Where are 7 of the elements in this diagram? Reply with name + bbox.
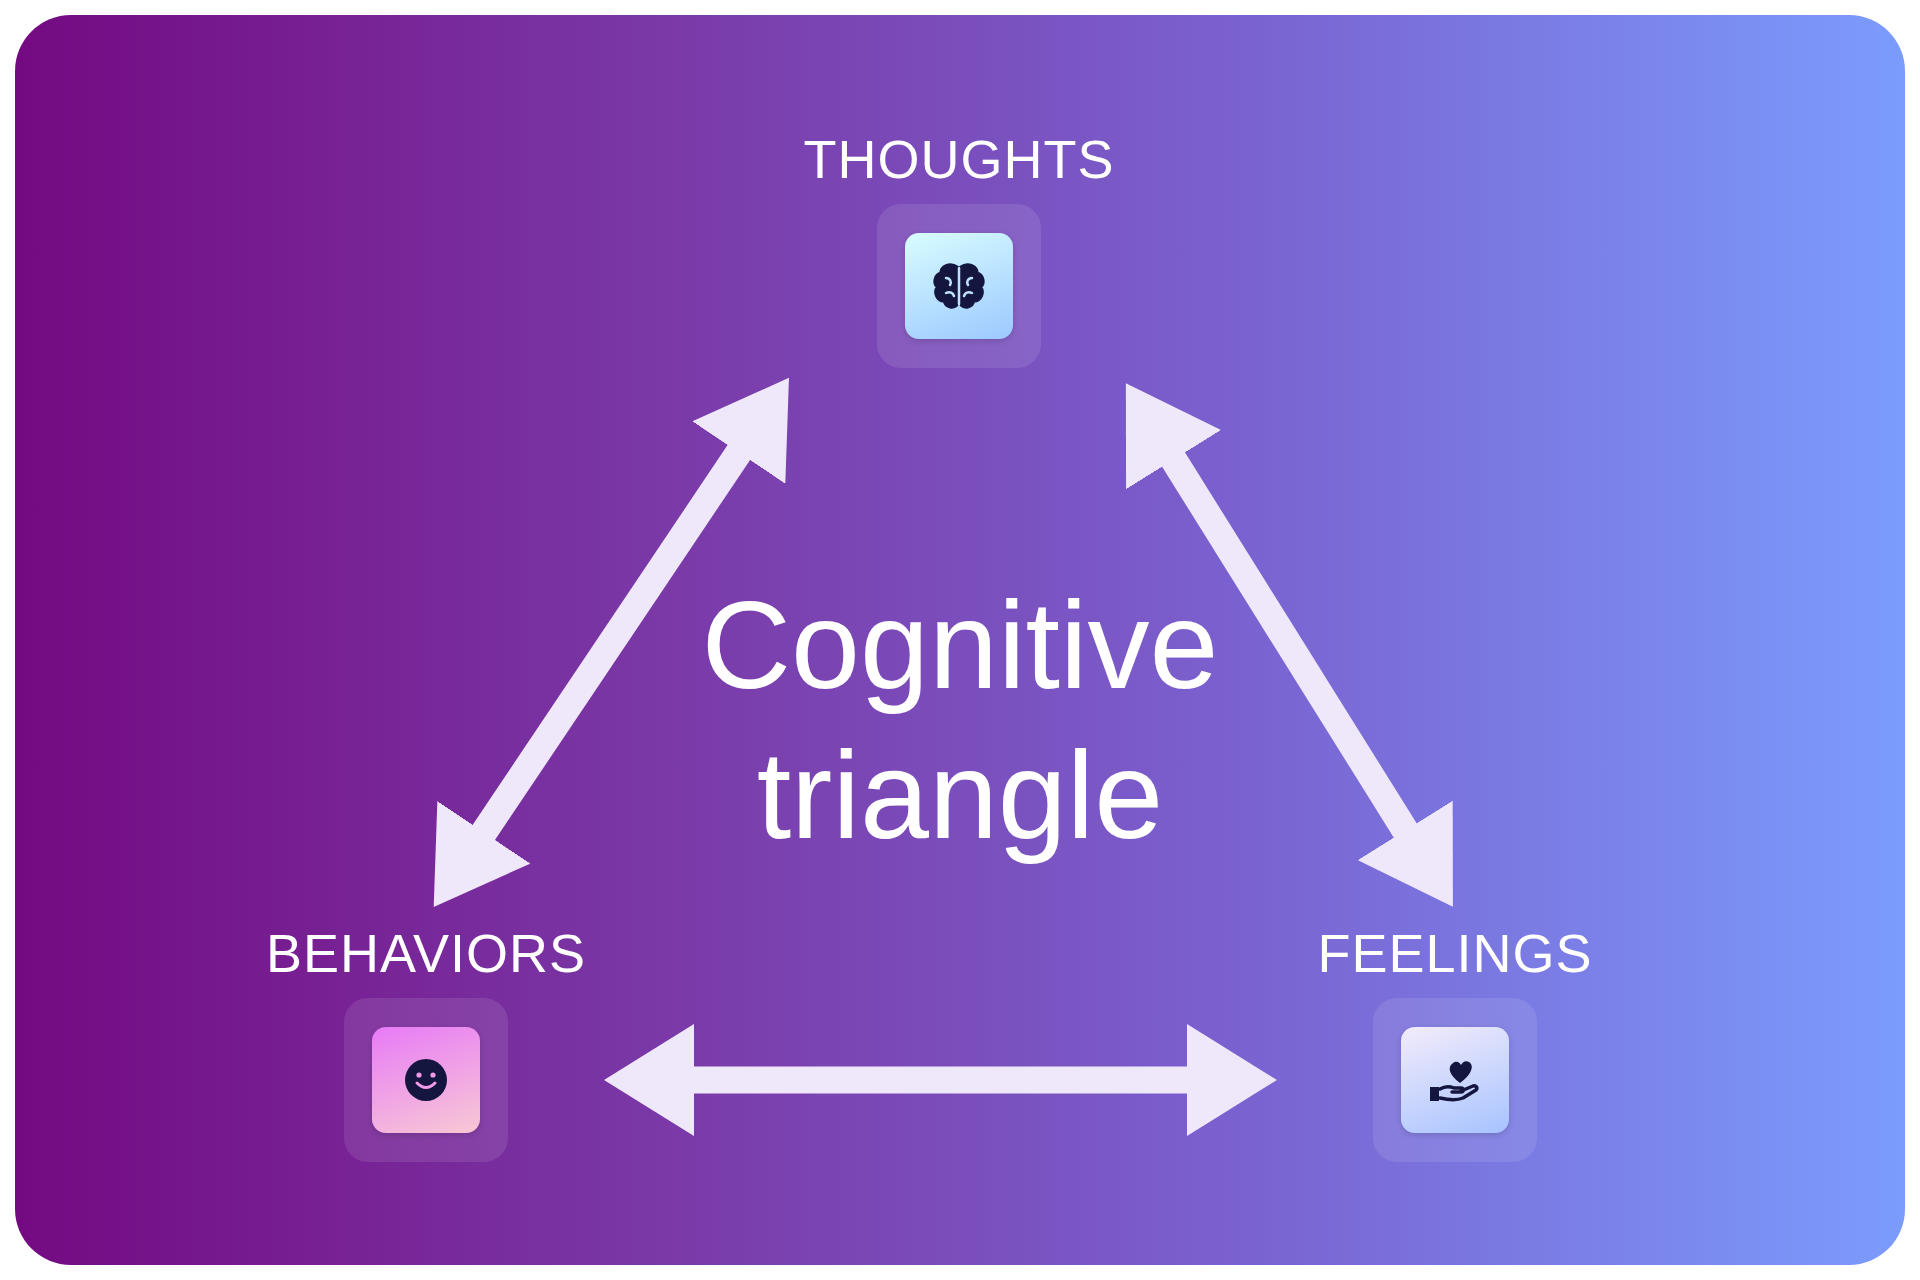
double-headed-arrow bbox=[604, 1024, 1277, 1136]
diagram-title: Cognitive triangle bbox=[700, 575, 1220, 866]
node-heading: BEHAVIORS bbox=[265, 922, 587, 984]
node-heading: FEELINGS bbox=[1317, 922, 1593, 984]
double-headed-arrow bbox=[1125, 383, 1453, 907]
node-heading: THOUGHTS bbox=[803, 128, 1115, 190]
double-headed-arrow bbox=[433, 377, 789, 908]
